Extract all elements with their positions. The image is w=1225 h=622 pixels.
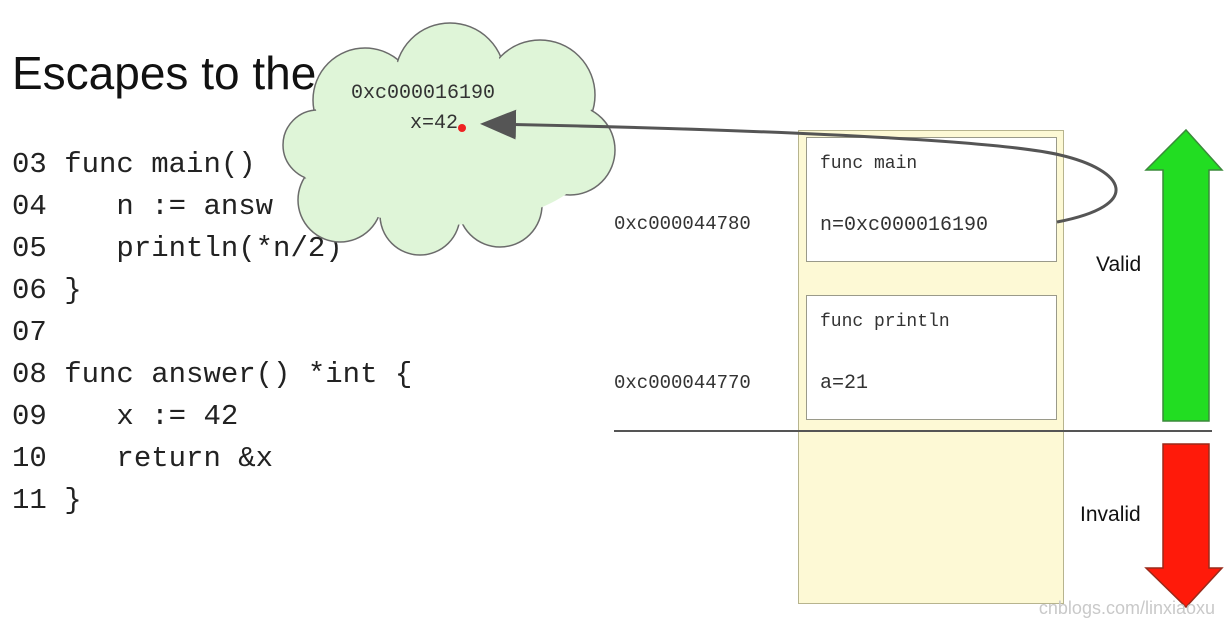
code-line: 05 println(*n/2) [12, 228, 412, 270]
code-line: 03 func main() [12, 144, 412, 186]
code-line: 07 [12, 312, 412, 354]
line-code: return &x [64, 442, 274, 475]
line-number: 07 [12, 316, 47, 349]
heap-address: 0xc000016190 [351, 82, 496, 105]
frame-variable: n=0xc000016190 [820, 214, 989, 237]
stack-frame-main: func main n=0xc000016190 [806, 137, 1057, 262]
stack-boundary-line [614, 430, 1212, 432]
frame-name: func println [820, 312, 950, 332]
line-code: println(*n/2) [64, 232, 343, 265]
line-code: func main() [64, 148, 256, 181]
invalid-label: Invalid [1080, 503, 1141, 526]
line-code: n := answ [64, 190, 274, 223]
frame-address: 0xc000044780 [614, 213, 751, 235]
code-line: 08 func answer() *int { [12, 354, 412, 396]
heap-value: x=42 [410, 112, 459, 135]
code-line: 09 x := 42 [12, 396, 412, 438]
valid-arrow-icon [1144, 128, 1224, 422]
line-number: 09 [12, 400, 47, 433]
line-number: 10 [12, 442, 47, 475]
line-number: 03 [12, 148, 47, 181]
line-number: 11 [12, 484, 47, 517]
watermark: cnblogs.com/linxiaoxu [1038, 598, 1215, 618]
line-code: x := 42 [64, 400, 239, 433]
valid-label: Valid [1096, 253, 1142, 276]
code-line: 10 return &x [12, 438, 412, 480]
frame-variable: a=21 [820, 372, 869, 395]
line-number: 04 [12, 190, 47, 223]
code-block: 03 func main() 04 n := answ 05 println(*… [12, 144, 412, 522]
line-code: func answer() *int { [64, 358, 413, 391]
line-number: 05 [12, 232, 47, 265]
pointer-target-dot [458, 124, 466, 132]
line-code: } [64, 274, 82, 307]
code-line: 06 } [12, 270, 412, 312]
code-line: 11 } [12, 480, 412, 522]
line-number: 06 [12, 274, 47, 307]
slide-title: Escapes to the [12, 47, 317, 99]
invalid-arrow-icon [1144, 443, 1224, 609]
stack-frame-println: func println a=21 [806, 295, 1057, 420]
line-code: } [64, 484, 82, 517]
frame-address: 0xc000044770 [614, 372, 751, 394]
code-line: 04 n := answ [12, 186, 412, 228]
frame-name: func main [820, 154, 918, 174]
line-number: 08 [12, 358, 47, 391]
